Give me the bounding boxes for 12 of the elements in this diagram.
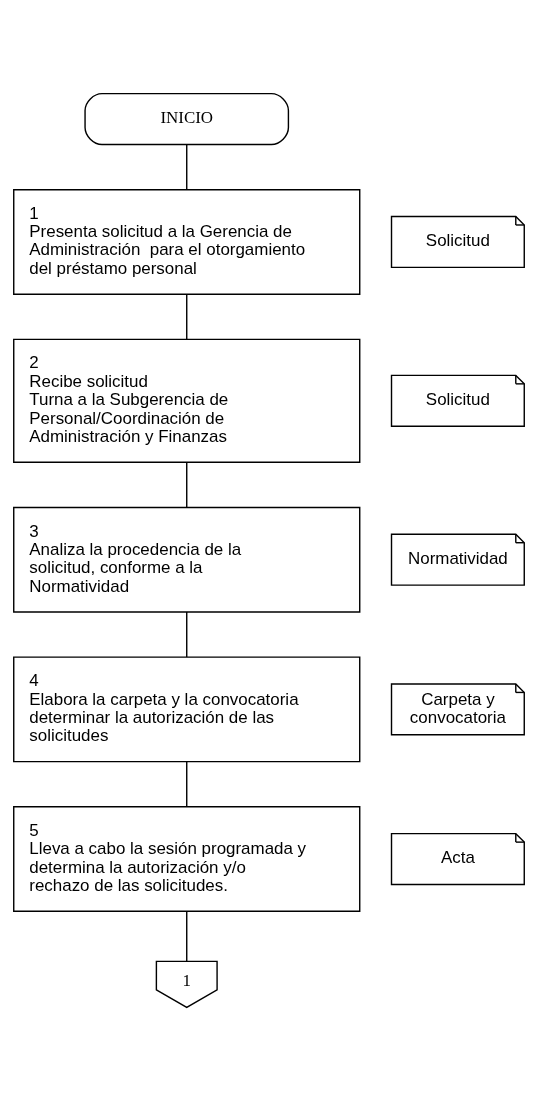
node-box: 2 Recibe solicitud Turna a la Subgerencia de Personal/Coordinación de Administración y Finanzas bbox=[13, 338, 361, 463]
connector bbox=[186, 144, 188, 191]
node-box: 1 Presenta solicitud a la Gerencia de Administración para el otorgamiento del préstamo personal bbox=[13, 188, 361, 295]
node-box: 3 Analiza la procedencia de la solicitud, conforme a la Normatividad bbox=[13, 506, 361, 613]
node-box: INICIO bbox=[84, 92, 290, 146]
connector bbox=[186, 611, 188, 658]
node-box: 5 Lleva a cabo la sesión programada y determina la autorización y/o rechazo de las solicitudes. bbox=[13, 806, 361, 913]
node-box: 4 Elabora la carpeta y la convocatoria determinar la autorización de las solicitudes bbox=[13, 656, 361, 763]
connector bbox=[186, 910, 188, 962]
connector bbox=[186, 761, 188, 808]
connector bbox=[186, 293, 188, 340]
connector bbox=[186, 461, 188, 508]
